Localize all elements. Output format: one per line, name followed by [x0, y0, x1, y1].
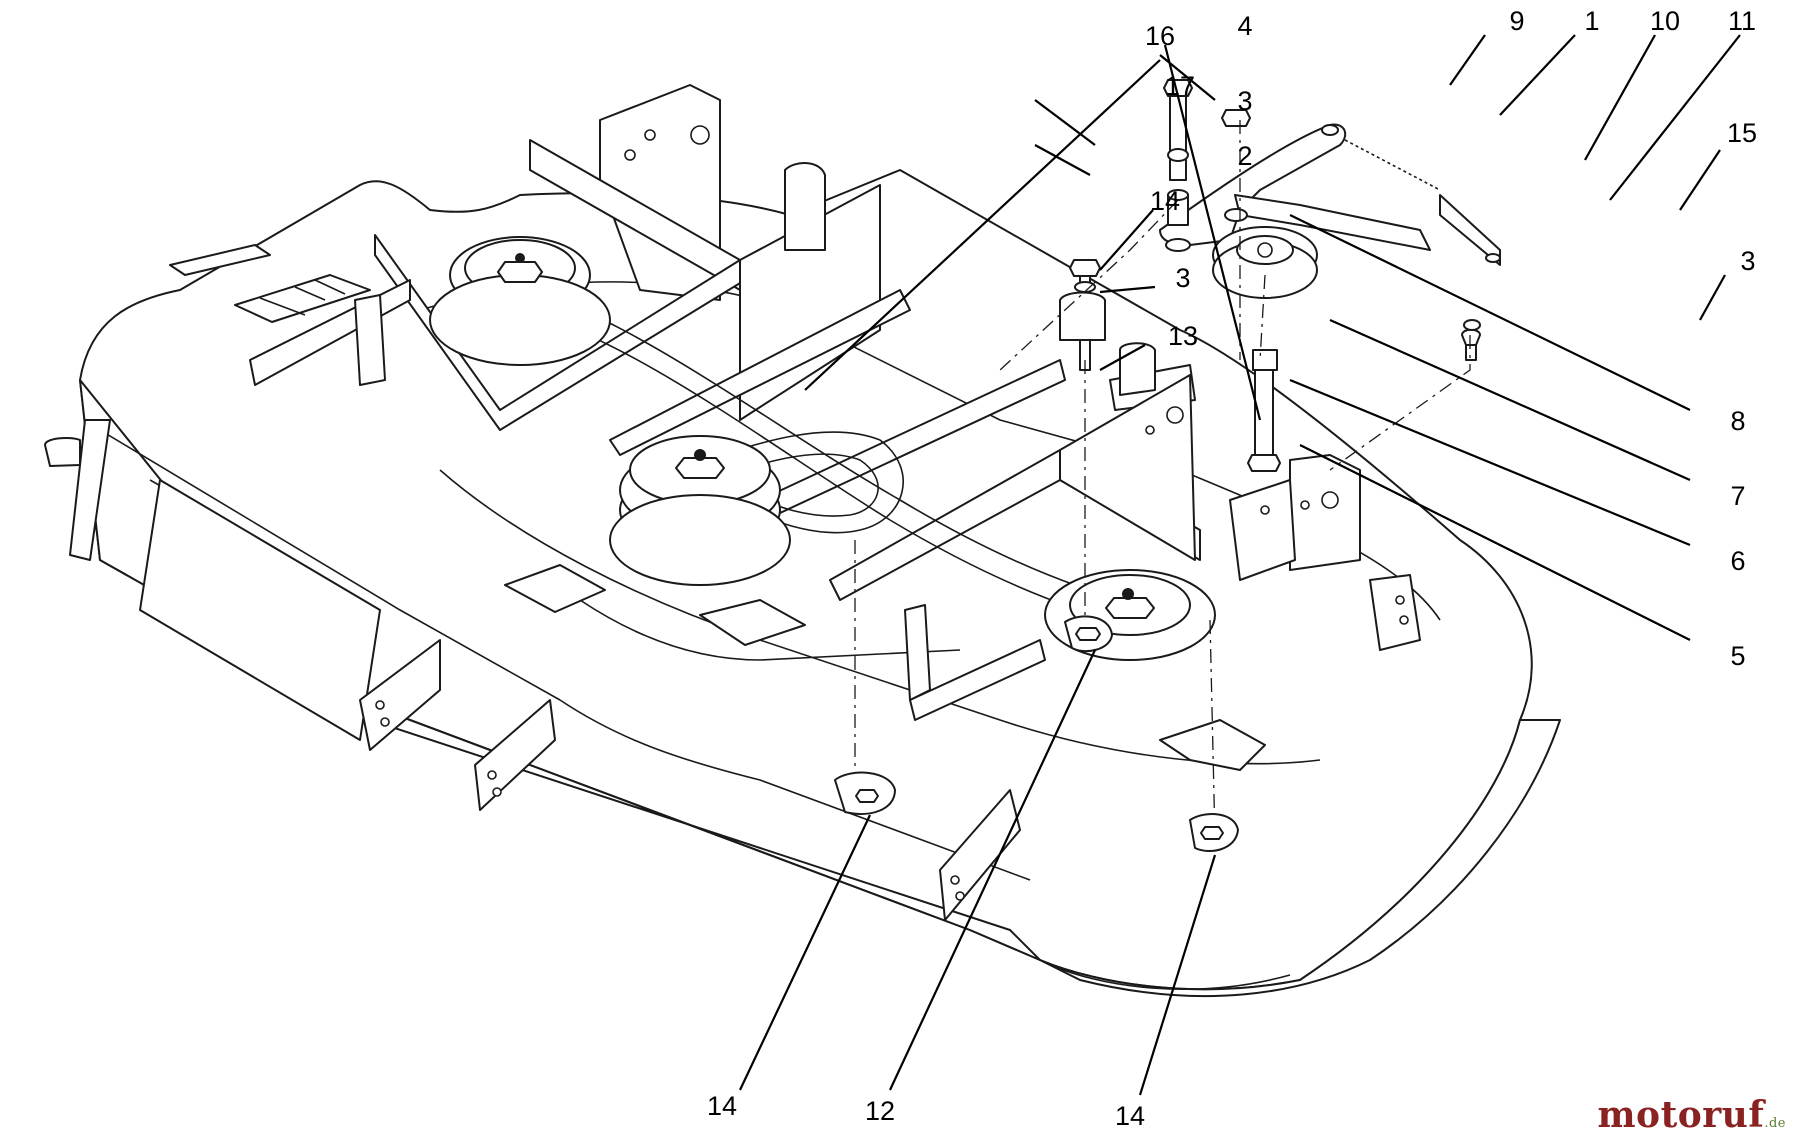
- callout-10: 10: [1650, 6, 1680, 36]
- idler-arm-assembly: [854, 79, 1501, 841]
- spindle-pulley-right: [1044, 569, 1216, 661]
- watermark-brand: motoruf: [1597, 1094, 1765, 1136]
- spindle-pulley-left: [429, 236, 611, 366]
- callout-11: 11: [1728, 6, 1756, 36]
- callout-9: 9: [1509, 6, 1524, 36]
- callout-13: 13: [1168, 321, 1198, 351]
- callout-7: 7: [1730, 481, 1745, 511]
- callout-2: 2: [1237, 141, 1252, 171]
- callout-15: 15: [1727, 118, 1757, 148]
- callout-17: 17: [1165, 71, 1195, 101]
- callout-16: 16: [1145, 21, 1175, 51]
- callout-3: 3: [1175, 263, 1190, 293]
- callout-14: 14: [1150, 186, 1180, 216]
- callout-numbers: 16 17 4 3 2 14 3 13 9 1 10 11 15 3 8 7 6…: [707, 6, 1757, 1131]
- callout-1: 1: [1584, 6, 1599, 36]
- callout-5: 5: [1730, 641, 1745, 671]
- spindle-pulley-center: [609, 435, 791, 586]
- deck-weld-nuts: [834, 615, 1239, 852]
- callout-14: 14: [707, 1091, 737, 1121]
- callout-3: 3: [1740, 246, 1755, 276]
- callout-12: 12: [865, 1096, 895, 1126]
- watermark-tld: .de: [1764, 1116, 1786, 1131]
- callout-14: 14: [1115, 1101, 1145, 1131]
- frame-rails: [249, 139, 1201, 721]
- callout-4: 4: [1237, 11, 1252, 41]
- callout-8: 8: [1730, 406, 1745, 436]
- callout-6: 6: [1730, 546, 1745, 576]
- callout-3: 3: [1237, 86, 1252, 116]
- watermark-logo: motoruf.de: [1597, 1094, 1786, 1136]
- callout-leaders: [739, 34, 1741, 1096]
